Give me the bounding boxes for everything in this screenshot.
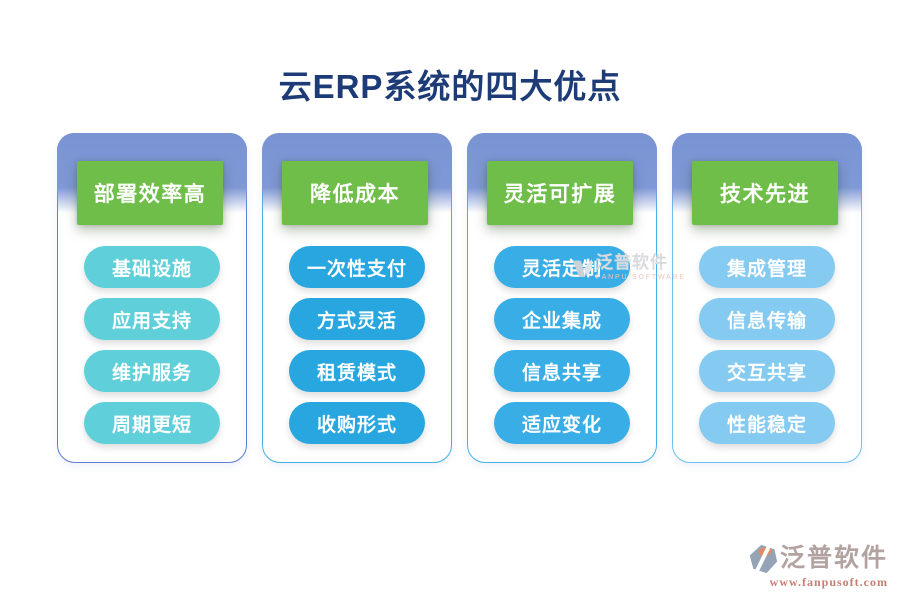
feature-list: 基础设施 应用支持 维护服务 周期更短 [58,246,246,444]
feature-pill: 一次性支付 [289,246,425,288]
watermark-footer: 泛普软件 www.fanpusoft.com [748,544,888,590]
feature-pill: 维护服务 [84,350,220,392]
feature-pill: 适应变化 [494,402,630,444]
feature-list: 集成管理 信息传输 交互共享 性能稳定 [673,246,861,444]
category-header: 技术先进 [692,161,838,225]
advantage-card-flexibility: 灵活可扩展 灵活定制 企业集成 信息共享 适应变化 [467,133,657,463]
feature-pill: 集成管理 [699,246,835,288]
page-title: 云ERP系统的四大优点 [278,68,622,105]
feature-pill: 周期更短 [84,402,220,444]
feature-list: 一次性支付 方式灵活 租赁模式 收购形式 [263,246,451,444]
advantage-card-technology: 技术先进 集成管理 信息传输 交互共享 性能稳定 [672,133,862,463]
feature-pill: 信息传输 [699,298,835,340]
advantage-card-cost: 降低成本 一次性支付 方式灵活 租赁模式 收购形式 [262,133,452,463]
feature-list: 灵活定制 企业集成 信息共享 适应变化 [468,246,656,444]
advantage-card-deployment: 部署效率高 基础设施 应用支持 维护服务 周期更短 [57,133,247,463]
feature-pill: 租赁模式 [289,350,425,392]
feature-pill: 收购形式 [289,402,425,444]
feature-pill: 企业集成 [494,298,630,340]
feature-pill: 基础设施 [84,246,220,288]
feature-pill: 信息共享 [494,350,630,392]
advantage-cards: 部署效率高 基础设施 应用支持 维护服务 周期更短 降低成本 一次性支付 方式灵… [57,133,862,463]
feature-pill: 灵活定制 [494,246,630,288]
feature-pill: 应用支持 [84,298,220,340]
fanpu-logo-icon [749,544,778,574]
footer-url-text: www.fanpusoft.com [769,575,888,589]
feature-pill: 性能稳定 [699,402,835,444]
feature-pill: 交互共享 [699,350,835,392]
category-header: 灵活可扩展 [487,161,633,225]
footer-brand-text: 泛普软件 [779,545,888,572]
feature-pill: 方式灵活 [289,298,425,340]
category-header: 降低成本 [282,161,428,225]
category-header: 部署效率高 [77,161,223,225]
